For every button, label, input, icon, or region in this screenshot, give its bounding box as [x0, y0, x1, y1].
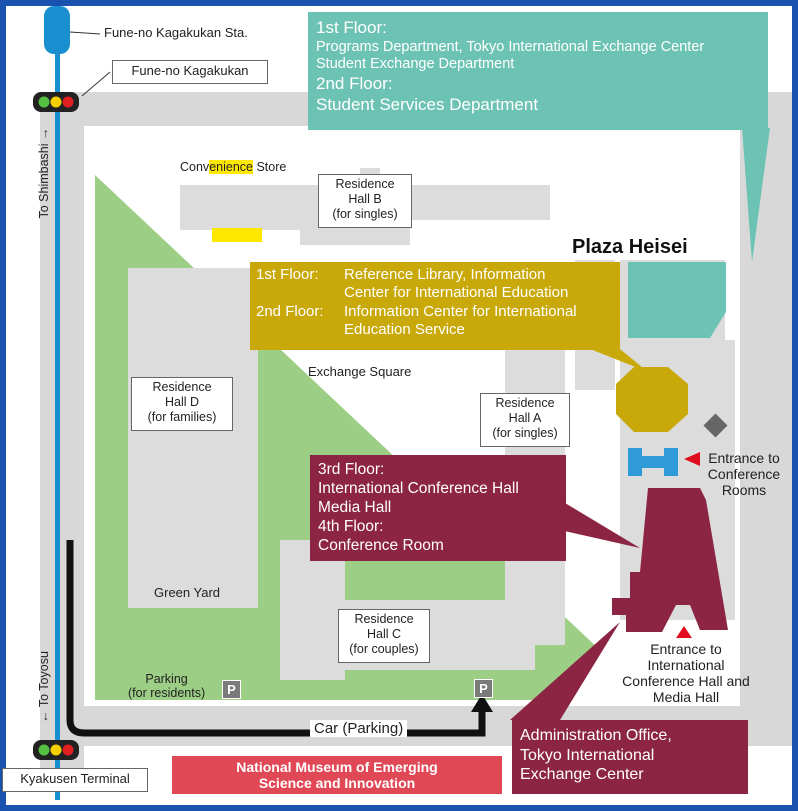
- convenience-store-marker: [212, 228, 262, 242]
- callout-admin-line-1: Administration Office,: [520, 727, 672, 744]
- parking-line-2: (for residents): [128, 686, 206, 701]
- callout-top-line-1: 1st Floor:: [316, 18, 387, 37]
- stop-label-top: Fune-no Kagakukan: [112, 60, 268, 84]
- plaza-heisei-building: [628, 262, 726, 338]
- building-residence-c-west: [280, 540, 345, 680]
- conference-hall-building: [612, 488, 728, 632]
- convenience-prefix: Conv: [180, 160, 210, 174]
- hall-b-line-1: Residence: [335, 177, 395, 191]
- hall-d-line-1: Residence: [152, 380, 212, 394]
- hall-a-line-1: Residence: [495, 396, 555, 410]
- stop-label-bottom: Kyakusen Terminal: [2, 768, 148, 792]
- parking-line-1: Parking: [145, 672, 188, 686]
- convenience-highlight: enience: [209, 160, 253, 174]
- callout-conf-line-1: 3rd Floor:: [318, 461, 385, 478]
- callout-top-tail: [742, 128, 770, 262]
- callout-mid-text-2: Center for International Education: [344, 284, 569, 302]
- building-residence-d: [128, 268, 258, 608]
- hall-d-line-3: (for families): [147, 410, 217, 424]
- hall-a-line-2: Hall A: [508, 411, 542, 425]
- callout-conf-line-5: Conference Room: [318, 536, 444, 554]
- hall-b-line-2: Hall B: [348, 192, 382, 206]
- entrance-rooms-line-2: Conference: [707, 466, 781, 483]
- callout-admin-line-2: Tokyo International: [520, 746, 655, 764]
- callout-conf-tail: [560, 500, 640, 548]
- station-leader: [69, 31, 101, 35]
- road-west: [40, 92, 84, 792]
- museum-line-2: Science and Innovation: [258, 775, 416, 792]
- callout-student-services: 1st Floor: Programs Department, Tokyo In…: [308, 12, 768, 130]
- callout-administration: Administration Office, Tokyo Internation…: [512, 720, 748, 794]
- hall-a-line-3: (for singles): [492, 426, 558, 440]
- callout-mid-label-2: 2nd Floor:: [256, 302, 324, 320]
- plaza-heisei-label: Plaza Heisei: [572, 236, 688, 258]
- hall-c-line-1: Residence: [354, 612, 414, 626]
- callout-mid-label-1: 1st Floor:: [256, 266, 319, 283]
- entrance-rooms-line-3: Rooms: [721, 482, 767, 499]
- callout-top-line-3: Student Exchange Department: [316, 56, 515, 73]
- entrance-arrow-conference-hall: [676, 626, 692, 638]
- entrance-rooms-line-1: Entrance to: [708, 450, 780, 466]
- car-route-arrow: [471, 694, 493, 712]
- callout-admin-line-3: Exchange Center: [520, 766, 644, 784]
- callout-mid-tail: [580, 345, 648, 372]
- callout-conf-line-3: Media Hall: [318, 498, 392, 516]
- entrance-hall-line-3: Conference Hall and: [622, 673, 750, 690]
- entrance-hall-line-1: Entrance to: [650, 641, 722, 657]
- road-east: [740, 126, 792, 746]
- callout-conference: 3rd Floor: International Conference Hall…: [310, 455, 566, 561]
- callout-top-line-5: Student Services Department: [316, 94, 539, 114]
- hall-b-line-3: (for singles): [332, 207, 398, 221]
- callout-conf-line-2: International Conference Hall: [318, 479, 519, 497]
- car-parking-label: Car (Parking): [310, 720, 408, 738]
- hall-c-line-3: (for couples): [349, 642, 419, 656]
- station-label: Fune-no Kagakukan Sta.: [104, 25, 248, 40]
- hall-d-line-2: Hall D: [164, 395, 200, 409]
- callout-top-line-2: Programs Department, Tokyo International…: [316, 38, 705, 55]
- conference-rooms-building: [628, 448, 678, 476]
- car-route-line: [66, 540, 486, 737]
- direction-south: ← To Toyosu: [37, 651, 51, 723]
- rail-line: [55, 40, 60, 800]
- parking-icon-residents: P: [222, 680, 241, 699]
- callout-mid-text-4: Education Service: [344, 320, 465, 338]
- callout-mid-text-3: Information Center for International: [344, 302, 577, 320]
- stop-leader: [81, 71, 111, 97]
- library-building: [616, 367, 688, 432]
- exchange-square-label: Exchange Square: [308, 364, 412, 379]
- parking-icon-car: P: [474, 679, 493, 698]
- callout-admin-tail: [510, 622, 620, 720]
- callout-top-line-4: 2nd Floor:: [316, 74, 393, 94]
- convenience-suffix: Store: [252, 160, 287, 174]
- hall-c-line-2: Hall C: [366, 627, 402, 641]
- callout-library: 1st Floor: Reference Library, Information…: [250, 262, 620, 350]
- convenience-store-label: Convenience Store: [180, 160, 286, 174]
- entrance-hall-line-4: Media Hall: [652, 689, 720, 706]
- callout-conf-line-4: 4th Floor:: [318, 517, 384, 535]
- station-platform: [44, 6, 70, 54]
- museum-line-1: National Museum of Emerging: [236, 759, 438, 775]
- callout-mid-text-1: Reference Library, Information: [344, 266, 546, 283]
- direction-north: To Shimbashi →: [37, 127, 51, 219]
- entrance-arrow-conference-rooms: [684, 452, 700, 466]
- entrance-hall-line-2: International: [647, 657, 725, 674]
- parking-residents-label: Parking(for residents): [128, 672, 205, 701]
- green-yard-label: Green Yard: [154, 585, 221, 600]
